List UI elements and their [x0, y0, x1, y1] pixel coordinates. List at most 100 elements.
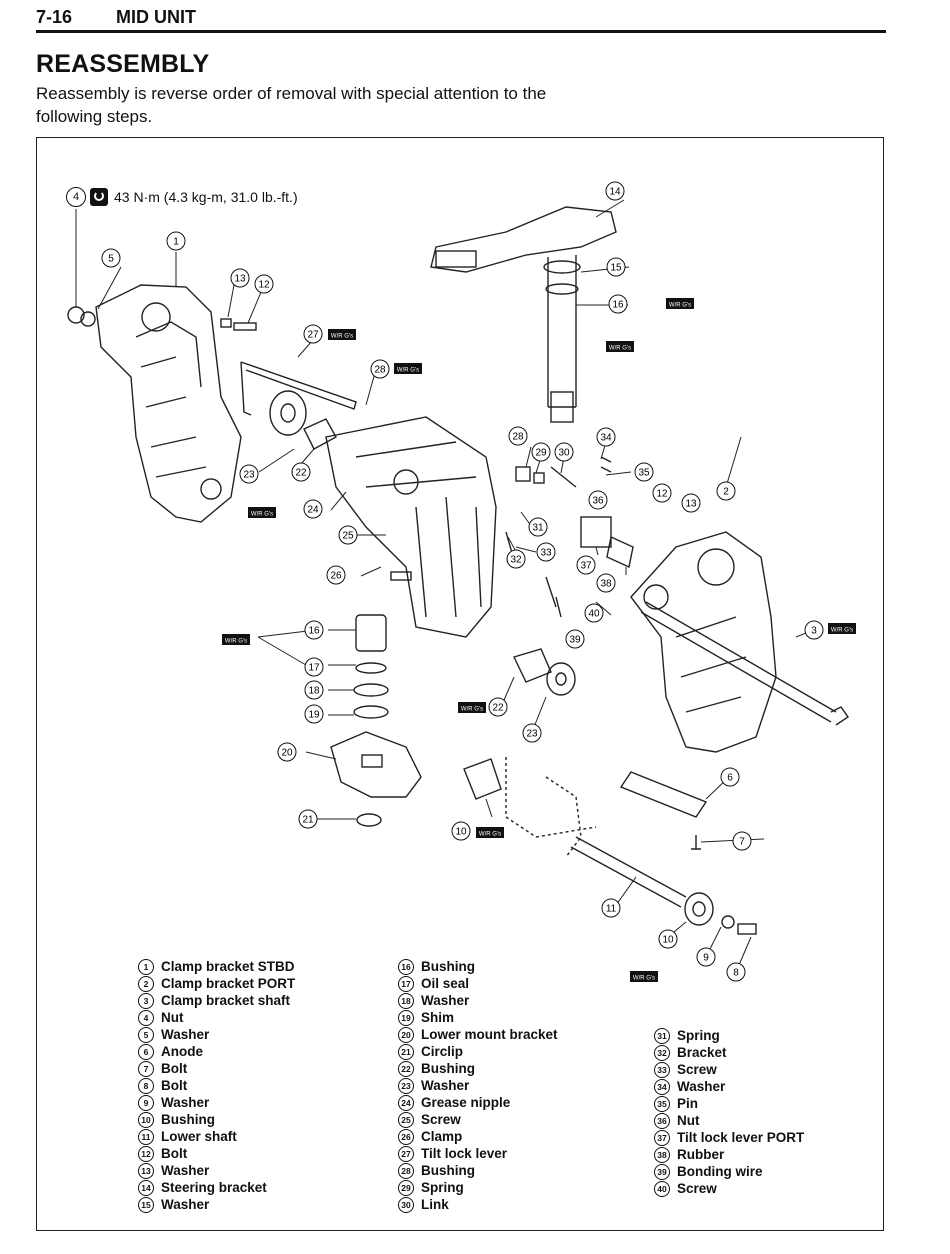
legend-number: 29 [398, 1179, 414, 1196]
legend-label: Nut [677, 1113, 700, 1128]
legend-label: Link [421, 1197, 449, 1212]
legend-item: 23 Washer [398, 1077, 558, 1094]
callout-label: 25 [342, 531, 354, 542]
legend-number: 28 [398, 1162, 414, 1179]
legend-label: Lower mount bracket [421, 1027, 558, 1042]
legend-number: 19 [398, 1009, 414, 1026]
legend-number: 16 [398, 958, 414, 975]
legend-number: 27 [398, 1145, 414, 1162]
callout-label: 38 [600, 579, 612, 590]
legend-number: 31 [654, 1027, 670, 1044]
legend-label: Tilt lock lever [421, 1146, 508, 1161]
callout-label: 13 [234, 274, 246, 285]
callout-label: 36 [592, 496, 604, 507]
legend-number: 13 [138, 1162, 154, 1179]
callout-label: 6 [727, 773, 733, 784]
legend-label: Screw [677, 1181, 717, 1196]
callout-label: 24 [307, 505, 319, 516]
legend-label: Clamp bracket shaft [161, 993, 291, 1008]
grease-tag-text: W/R G's [669, 303, 691, 309]
callout-label: 34 [600, 433, 612, 444]
legend-number: 35 [654, 1095, 670, 1112]
callout-label: 7 [739, 837, 745, 848]
page-number: 7-16 [36, 7, 73, 27]
legend-label: Screw [677, 1062, 717, 1077]
legend-number: 10 [138, 1111, 154, 1128]
callout-label: 10 [662, 935, 674, 946]
legend-label: Oil seal [421, 976, 470, 991]
legend-label: Bonding wire [677, 1164, 763, 1179]
grease-tag-text: W/R G's [331, 334, 353, 340]
legend-item: 31 Spring [654, 1027, 804, 1044]
swivel-bracket-shape [325, 416, 497, 638]
legend-number: 38 [654, 1146, 670, 1163]
callout-label: 28 [512, 432, 524, 443]
intro-text: Reassembly is reverse order of removal w… [36, 84, 547, 126]
callout-label: 31 [532, 523, 544, 534]
legend-label: Spring [677, 1028, 720, 1043]
legend-label: Bushing [421, 1163, 475, 1178]
grease-tag-text: W/R G's [609, 346, 631, 352]
legend-label: Washer [421, 1078, 470, 1093]
legend-label: Clamp bracket PORT [161, 976, 296, 991]
callout-label: 12 [656, 489, 668, 500]
callout-label: 39 [569, 635, 581, 646]
exploded-diagram: W/R G's W/R G's W/R G's W/R G's W/R G's … [67, 181, 856, 982]
callout-label: 32 [510, 555, 522, 566]
legend-number: 26 [398, 1128, 414, 1145]
callout-label: 1 [173, 237, 179, 248]
legend-number: 30 [398, 1196, 414, 1213]
part-callouts: 1 2 3 5 6 7 8 9 10 10 11 12 12 13 13 14 … [101, 181, 824, 982]
legend-label: Anode [161, 1044, 203, 1059]
legend-number: 23 [398, 1077, 414, 1094]
callout-label: 13 [685, 499, 697, 510]
callout-label: 30 [558, 448, 570, 459]
legend-label: Nut [161, 1010, 184, 1025]
clamp-bracket-stbd-shape [95, 284, 242, 523]
grease-tag-text: W/R G's [251, 512, 273, 518]
grease-tag-text: W/R G's [633, 976, 655, 982]
section-title: MID UNIT [116, 7, 196, 27]
callout-label: 28 [374, 365, 386, 376]
legend-label: Washer [161, 1027, 210, 1042]
legend-number: 12 [138, 1145, 154, 1162]
legend-label: Lower shaft [161, 1129, 237, 1144]
legend-label: Bolt [161, 1061, 188, 1076]
callout-label: 9 [703, 953, 709, 964]
legend-label: Bolt [161, 1146, 188, 1161]
legend-label: Washer [161, 1095, 210, 1110]
callout-label: 15 [610, 263, 622, 274]
legend-number: 36 [654, 1112, 670, 1129]
legend-number: 22 [398, 1060, 414, 1077]
legend-number: 3 [138, 992, 154, 1009]
legend-number: 37 [654, 1129, 670, 1146]
legend-number: 33 [654, 1061, 670, 1078]
legend-number: 2 [138, 975, 154, 992]
callout-label: 2 [723, 487, 729, 498]
legend-number: 11 [138, 1128, 154, 1145]
callout-label: 23 [526, 729, 538, 740]
steering-bracket-shape [430, 206, 617, 273]
legend-label: Pin [677, 1096, 699, 1111]
legend-number: 14 [138, 1179, 154, 1196]
callout-label: 16 [612, 300, 624, 311]
grease-tag-text: W/R G's [831, 628, 853, 634]
legend-item: 33 Screw [654, 1061, 804, 1078]
torque-value: 43 N·m (4.3 kg-m, 31.0 lb.-ft.) [114, 189, 298, 205]
legend-label: Circlip [421, 1044, 464, 1059]
